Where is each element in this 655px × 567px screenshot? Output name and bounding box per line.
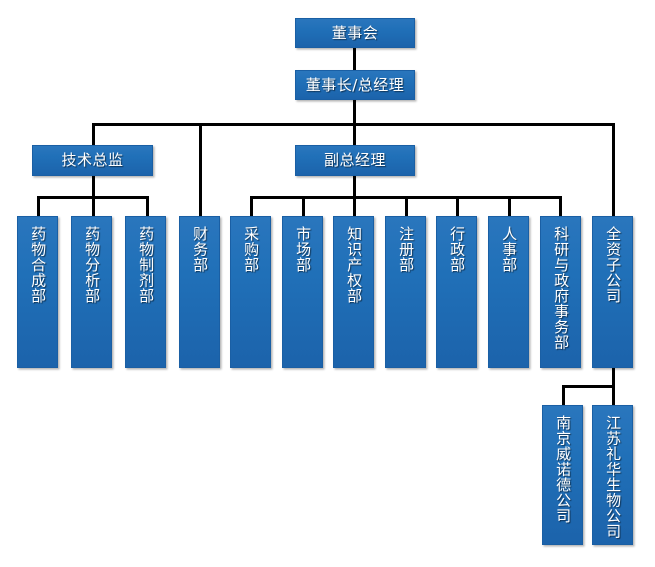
- connector-drop-dept-2: [146, 196, 149, 216]
- node-dept-formulation-label: 药物制剂部: [137, 226, 156, 304]
- node-dept-registration[interactable]: 注册部: [385, 216, 426, 368]
- node-dept-research-gov-label: 科研与政府事务部: [552, 226, 571, 350]
- connector-subsidiary-group-stem: [612, 368, 615, 386]
- connector-drop-vdept-6: [559, 196, 562, 216]
- connector-drop-dept-0: [37, 196, 40, 216]
- connector-chairman-down: [353, 100, 356, 123]
- connector-drop-tech-director: [92, 123, 95, 145]
- node-dept-hr-label: 人事部: [500, 226, 519, 273]
- node-dept-synthesis-label: 药物合成部: [29, 226, 48, 304]
- connector-drop-sub-1: [612, 385, 615, 405]
- node-subsidiary-lihua[interactable]: 江苏礼华生物公司: [592, 405, 633, 545]
- connector-drop-vice-gm: [353, 123, 356, 145]
- connector-drop-subsidiary-group: [612, 123, 615, 216]
- connector-drop-vdept-2: [353, 196, 356, 216]
- node-vice-gm[interactable]: 副总经理: [295, 145, 415, 176]
- node-dept-procurement-label: 采购部: [242, 226, 261, 273]
- node-subsidiary-group-label: 全资子公司: [604, 226, 623, 304]
- node-dept-ip[interactable]: 知识产权部: [333, 216, 374, 368]
- node-board-label: 董事会: [331, 23, 379, 42]
- node-subsidiary-weinuode-label: 南京威诺德公司: [554, 415, 573, 524]
- node-subsidiary-group[interactable]: 全资子公司: [592, 216, 633, 368]
- connector-drop-vdept-0: [250, 196, 253, 216]
- connector-subsidiary-bar: [562, 385, 615, 388]
- connector-drop-vdept-5: [508, 196, 511, 216]
- node-dept-procurement[interactable]: 采购部: [230, 216, 271, 368]
- node-dept-finance-label: 财务部: [191, 226, 210, 273]
- node-dept-marketing-label: 市场部: [294, 226, 313, 273]
- connector-board-to-chairman: [353, 47, 356, 71]
- node-subsidiary-weinuode[interactable]: 南京威诺德公司: [542, 405, 583, 545]
- connector-drop-vdept-1: [302, 196, 305, 216]
- node-subsidiary-lihua-label: 江苏礼华生物公司: [604, 415, 623, 539]
- node-dept-finance[interactable]: 财务部: [179, 216, 220, 368]
- connector-drop-vdept-3: [405, 196, 408, 216]
- node-dept-administration[interactable]: 行政部: [436, 216, 477, 368]
- node-dept-hr[interactable]: 人事部: [488, 216, 529, 368]
- node-dept-ip-label: 知识产权部: [345, 226, 364, 304]
- node-dept-registration-label: 注册部: [397, 226, 416, 273]
- node-dept-synthesis[interactable]: 药物合成部: [17, 216, 58, 368]
- node-tech-director-label: 技术总监: [61, 151, 124, 170]
- connector-drop-dept-1: [92, 196, 95, 216]
- connector-drop-vdept-4: [456, 196, 459, 216]
- node-chairman[interactable]: 董事长/总经理: [295, 70, 415, 100]
- node-dept-analysis[interactable]: 药物分析部: [71, 216, 112, 368]
- node-dept-research-gov[interactable]: 科研与政府事务部: [540, 216, 581, 368]
- node-tech-director[interactable]: 技术总监: [32, 145, 153, 176]
- node-dept-administration-label: 行政部: [448, 226, 467, 273]
- node-vice-gm-label: 副总经理: [323, 151, 386, 170]
- node-dept-formulation[interactable]: 药物制剂部: [125, 216, 166, 368]
- connector-drop-sub-0: [562, 385, 565, 405]
- node-dept-marketing[interactable]: 市场部: [282, 216, 323, 368]
- connector-tech-director-stem: [92, 176, 95, 197]
- node-chairman-label: 董事长/总经理: [305, 75, 405, 94]
- connector-drop-finance: [199, 123, 202, 216]
- node-dept-analysis-label: 药物分析部: [83, 226, 102, 304]
- connector-vice-gm-stem: [353, 176, 356, 197]
- node-board[interactable]: 董事会: [295, 18, 415, 48]
